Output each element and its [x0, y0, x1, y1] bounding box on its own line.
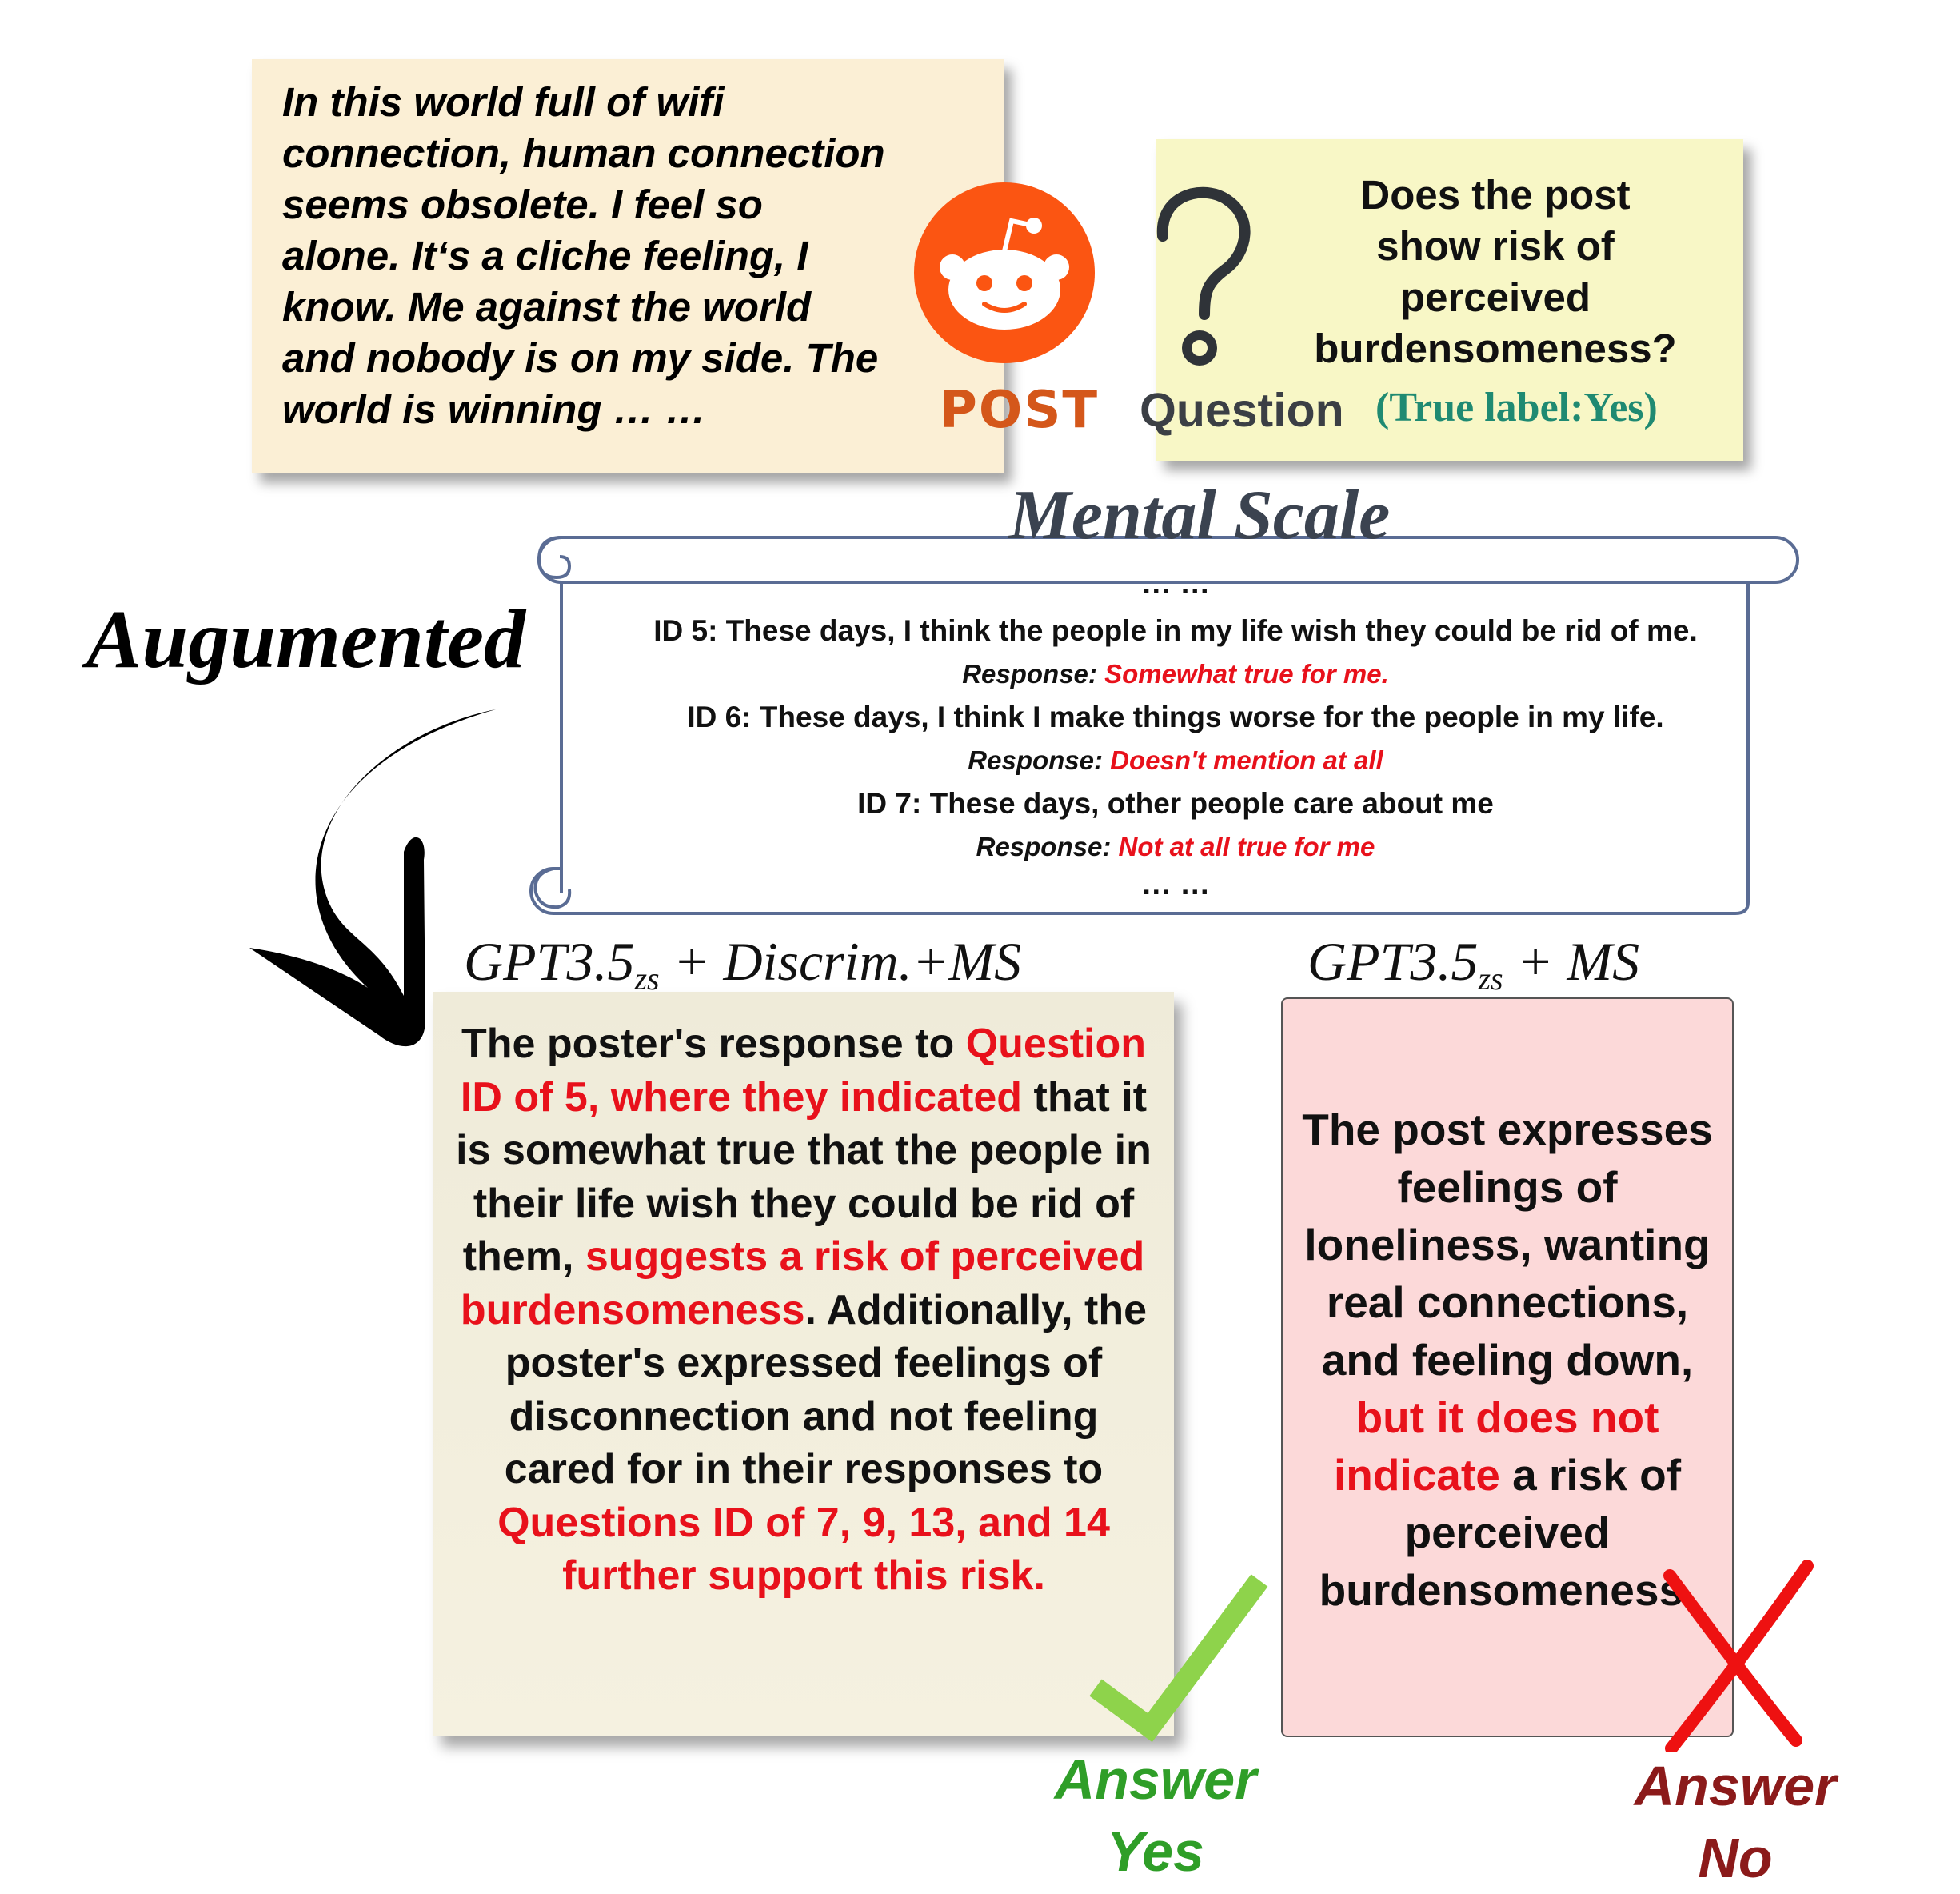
post-line: world is winning … … [282, 386, 706, 432]
question-line: show risk of [1376, 223, 1615, 269]
question-line: Does the post [1360, 172, 1631, 218]
answer-segment-highlight: Questions ID of 7, 9, 13, and 14 further… [497, 1499, 1110, 1600]
answer-segment-highlight: but it does not indicate [1333, 1393, 1659, 1500]
model-base: GPT3.5 [1307, 931, 1479, 992]
response-label: Response: [962, 659, 1105, 689]
augmented-label: Augumented [86, 593, 525, 685]
response-value: Somewhat true for me. [1104, 659, 1389, 689]
model-base: GPT3.5 [464, 931, 635, 992]
answer-yes-label: Answer Yes [1036, 1744, 1275, 1888]
response-label: Response: [968, 745, 1111, 775]
scale-item: ID 5: These days, I think the people in … [560, 609, 1791, 653]
answer-segment: that it is somewhat true that the people… [456, 1073, 1152, 1281]
right-answer-box [1281, 997, 1734, 1737]
answer-value: No [1698, 1827, 1773, 1889]
scale-item-text: These days, I think the people in my lif… [717, 614, 1698, 647]
question-label: Question [1140, 384, 1344, 437]
scale-item-id: ID 6: [687, 701, 752, 733]
answer-segment-highlight: suggests a risk of perceived burdensomen… [460, 1233, 1145, 1333]
left-answer-box [433, 992, 1174, 1736]
question-line: perceived [1399, 274, 1591, 320]
scale-response: Response: Doesn't mention at all [560, 739, 1791, 782]
left-answer-text: The poster's response to Question ID of … [456, 1017, 1152, 1603]
answer-word: Answer [1634, 1755, 1837, 1817]
response-label: Response: [976, 832, 1119, 861]
scale-response: Response: Somewhat true for me. [560, 653, 1791, 696]
scale-item: ID 7: These days, other people care abou… [560, 782, 1791, 825]
answer-segment-highlight: Question ID of 5, where they indicated [460, 1021, 1147, 1121]
scale-response: Response: Not at all true for me [560, 825, 1791, 869]
checkmark-icon [1089, 1574, 1268, 1743]
ellipsis-top: … … [1140, 567, 1211, 601]
model-right-label: GPT3.5zs + MS [1307, 929, 1883, 1011]
scale-item-text: These days, I think I make things worse … [751, 701, 1664, 733]
post-line: and nobody is on my side. The [282, 335, 879, 381]
question-note [1156, 139, 1743, 461]
cross-icon [1663, 1560, 1814, 1752]
answer-segment: The poster's response to [461, 1021, 966, 1067]
model-sub: zs [634, 961, 660, 997]
mental-scale-content: … … ID 5: These days, I think the people… [560, 568, 1791, 910]
post-line: alone. It‘s a cliche feeling, I [282, 233, 808, 278]
true-label: (True label:Yes) [1375, 385, 1658, 430]
model-left-label: GPT3.5zs + Discrim.+MS [464, 929, 1168, 1011]
scale-item-id: ID 7: [857, 787, 922, 820]
question-line: burdensomeness? [1314, 326, 1677, 371]
response-value: Not at all true for me [1118, 832, 1375, 861]
question-mark-icon [1156, 186, 1251, 366]
post-line: In this world full of wifi [282, 79, 725, 125]
model-suffix: + MS [1503, 931, 1640, 992]
reddit-icon [914, 182, 1095, 363]
scale-item-text: These days, other people care about me [921, 787, 1494, 820]
question-text: Does the post show risk of perceived bur… [1263, 170, 1727, 374]
answer-segment: . Additionally, the poster's expressed f… [504, 1286, 1148, 1493]
answer-word: Answer [1054, 1748, 1257, 1811]
answer-value: Yes [1107, 1820, 1204, 1883]
scale-item-id: ID 5: [653, 614, 718, 647]
post-line: connection, human connection [282, 130, 885, 176]
mental-scale-title: Mental Scale [1008, 477, 1391, 554]
post-label: POST [940, 381, 1100, 440]
answer-segment: a risk of perceived burdensomeness. [1319, 1450, 1696, 1615]
scale-item: ID 6: These days, I think I make things … [560, 696, 1791, 739]
scroll-icon [529, 536, 1799, 915]
right-answer-text: The post expresses feelings of lonelines… [1283, 1101, 1731, 1619]
answer-no-label: Answer No [1615, 1750, 1855, 1894]
answer-segment: The post expresses feelings of lonelines… [1302, 1105, 1713, 1385]
post-line: know. Me against the world [282, 284, 812, 330]
response-value: Doesn't mention at all [1110, 745, 1383, 775]
model-sub: zs [1478, 961, 1503, 997]
post-line: seems obsolete. I feel so [282, 182, 763, 227]
model-suffix: + Discrim.+MS [659, 931, 1022, 992]
post-text: In this world full of wifi connection, h… [282, 77, 970, 435]
curved-arrow-icon [249, 709, 496, 1047]
ellipsis-bottom: … … [1140, 868, 1211, 901]
post-note [252, 59, 1004, 473]
